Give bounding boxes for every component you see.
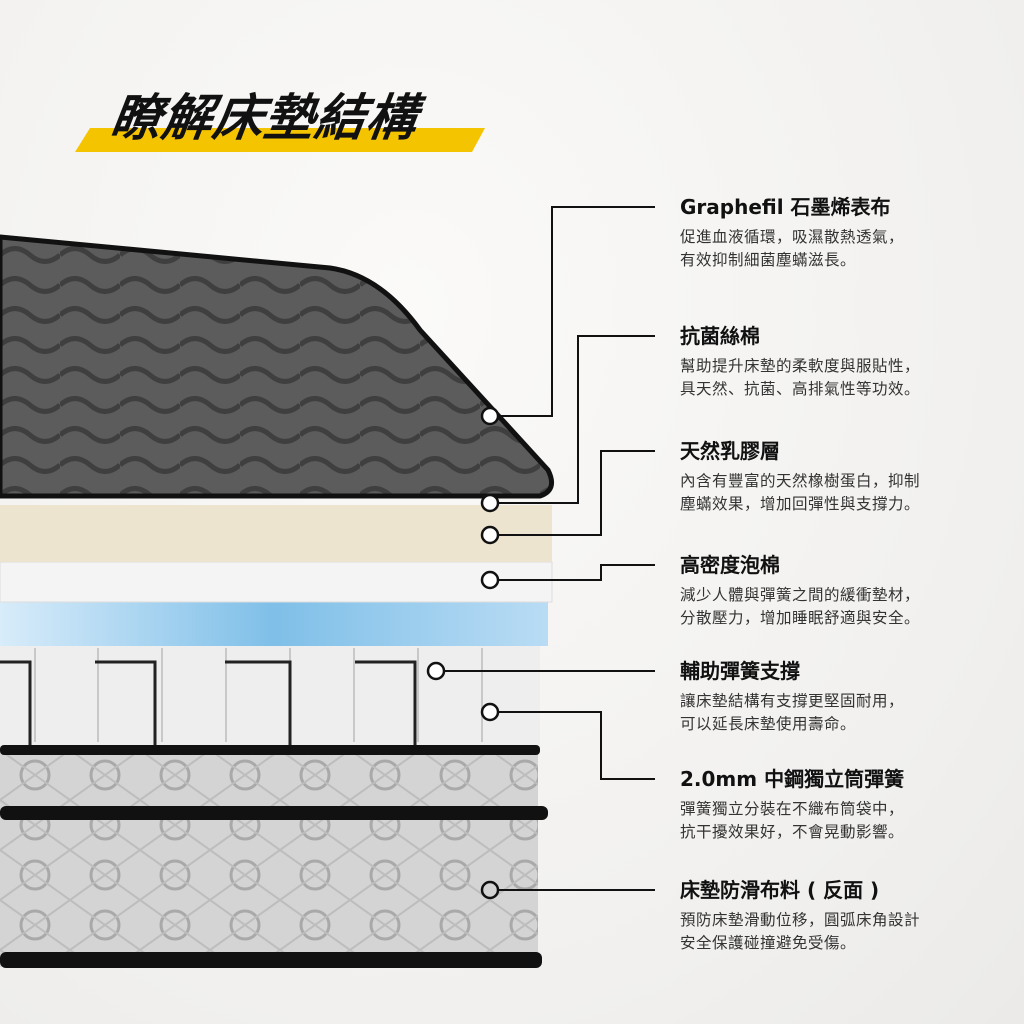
layer-desc: 可以延長床墊使用壽命。: [680, 715, 857, 733]
layer-desc: 內含有豐富的天然橡樹蛋白，抑制: [680, 472, 921, 490]
layer-desc: 預防床墊滑動位移，圓弧床角設計: [680, 911, 921, 929]
layer-desc: 安全保護碰撞避免受傷。: [680, 934, 857, 952]
layer-desc: 有效抑制細菌塵蟎滋長。: [680, 251, 857, 269]
layer-callout: 天然乳膠層 內含有豐富的天然橡樹蛋白，抑制塵蟎效果，增加回彈性與支撐力。: [680, 438, 1000, 516]
layer-desc: 幫助提升床墊的柔軟度與服貼性，: [680, 357, 921, 375]
leader-lines: [444, 206, 655, 891]
layer-desc: 塵蟎效果，增加回彈性與支撐力。: [680, 495, 921, 513]
layer-name: 2.0mm 中鋼獨立筒彈簧: [680, 767, 905, 791]
layer-name: 床墊防滑布料 ( 反面 ): [680, 878, 880, 902]
layer-name: 天然乳膠層: [680, 439, 780, 463]
bottom-fabric-layer: [0, 745, 548, 968]
layer-desc: 讓床墊結構有支撐更堅固耐用，: [680, 692, 905, 710]
layer-desc: 減少人體與彈簧之間的緩衝墊材，: [680, 586, 921, 604]
layer-name: 高密度泡棉: [680, 553, 780, 577]
layer-name: 抗菌絲棉: [680, 324, 760, 348]
layer-callout: 床墊防滑布料 ( 反面 ) 預防床墊滑動位移，圓弧床角設計安全保護碰撞避免受傷。: [680, 877, 1000, 955]
layer-name: 輔助彈簧支撐: [680, 659, 800, 683]
latex-layer: [0, 505, 552, 562]
layer-desc: 具天然、抗菌、高排氣性等功效。: [680, 380, 921, 398]
layer-desc: 分散壓力，增加睡眠舒適與安全。: [680, 609, 921, 627]
page-title: 瞭解床墊結構: [107, 89, 422, 147]
layer-callout: 輔助彈簧支撐 讓床墊結構有支撐更堅固耐用， 可以延長床墊使用壽命。: [680, 658, 1000, 736]
layer-callout: 抗菌絲棉 幫助提升床墊的柔軟度與服貼性， 具天然、抗菌、高排氣性等功效。: [680, 323, 1000, 401]
gel-foam-layer: [0, 602, 548, 646]
high-density-foam-layer: [0, 561, 553, 603]
spring-layer: [0, 645, 540, 745]
layer-callout: 2.0mm 中鋼獨立筒彈簧 彈簧獨立分裝在不織布筒袋中， 抗干擾效果好，不會晃動影…: [680, 766, 1000, 844]
title-highlight: [75, 128, 485, 152]
layer-name: Graphefil 石墨烯表布: [680, 195, 891, 219]
layer-callout: 高密度泡棉 減少人體與彈簧之間的緩衝墊材， 分散壓力，增加睡眠舒適與安全。: [680, 552, 1000, 630]
layer-desc: 抗干擾效果好，不會晃動影響。: [680, 823, 905, 841]
layer-desc: 促進血液循環，吸濕散熱透氣，: [680, 228, 905, 246]
graphene-top-layer: [0, 234, 555, 499]
marker-circles: [426, 406, 500, 900]
layer-callout: Graphefil 石墨烯表布 促進血液循環，吸濕散熱透氣， 有效抑制細菌塵蟎滋長…: [680, 194, 1000, 272]
layer-desc: 彈簧獨立分裝在不織布筒袋中，: [680, 800, 905, 818]
